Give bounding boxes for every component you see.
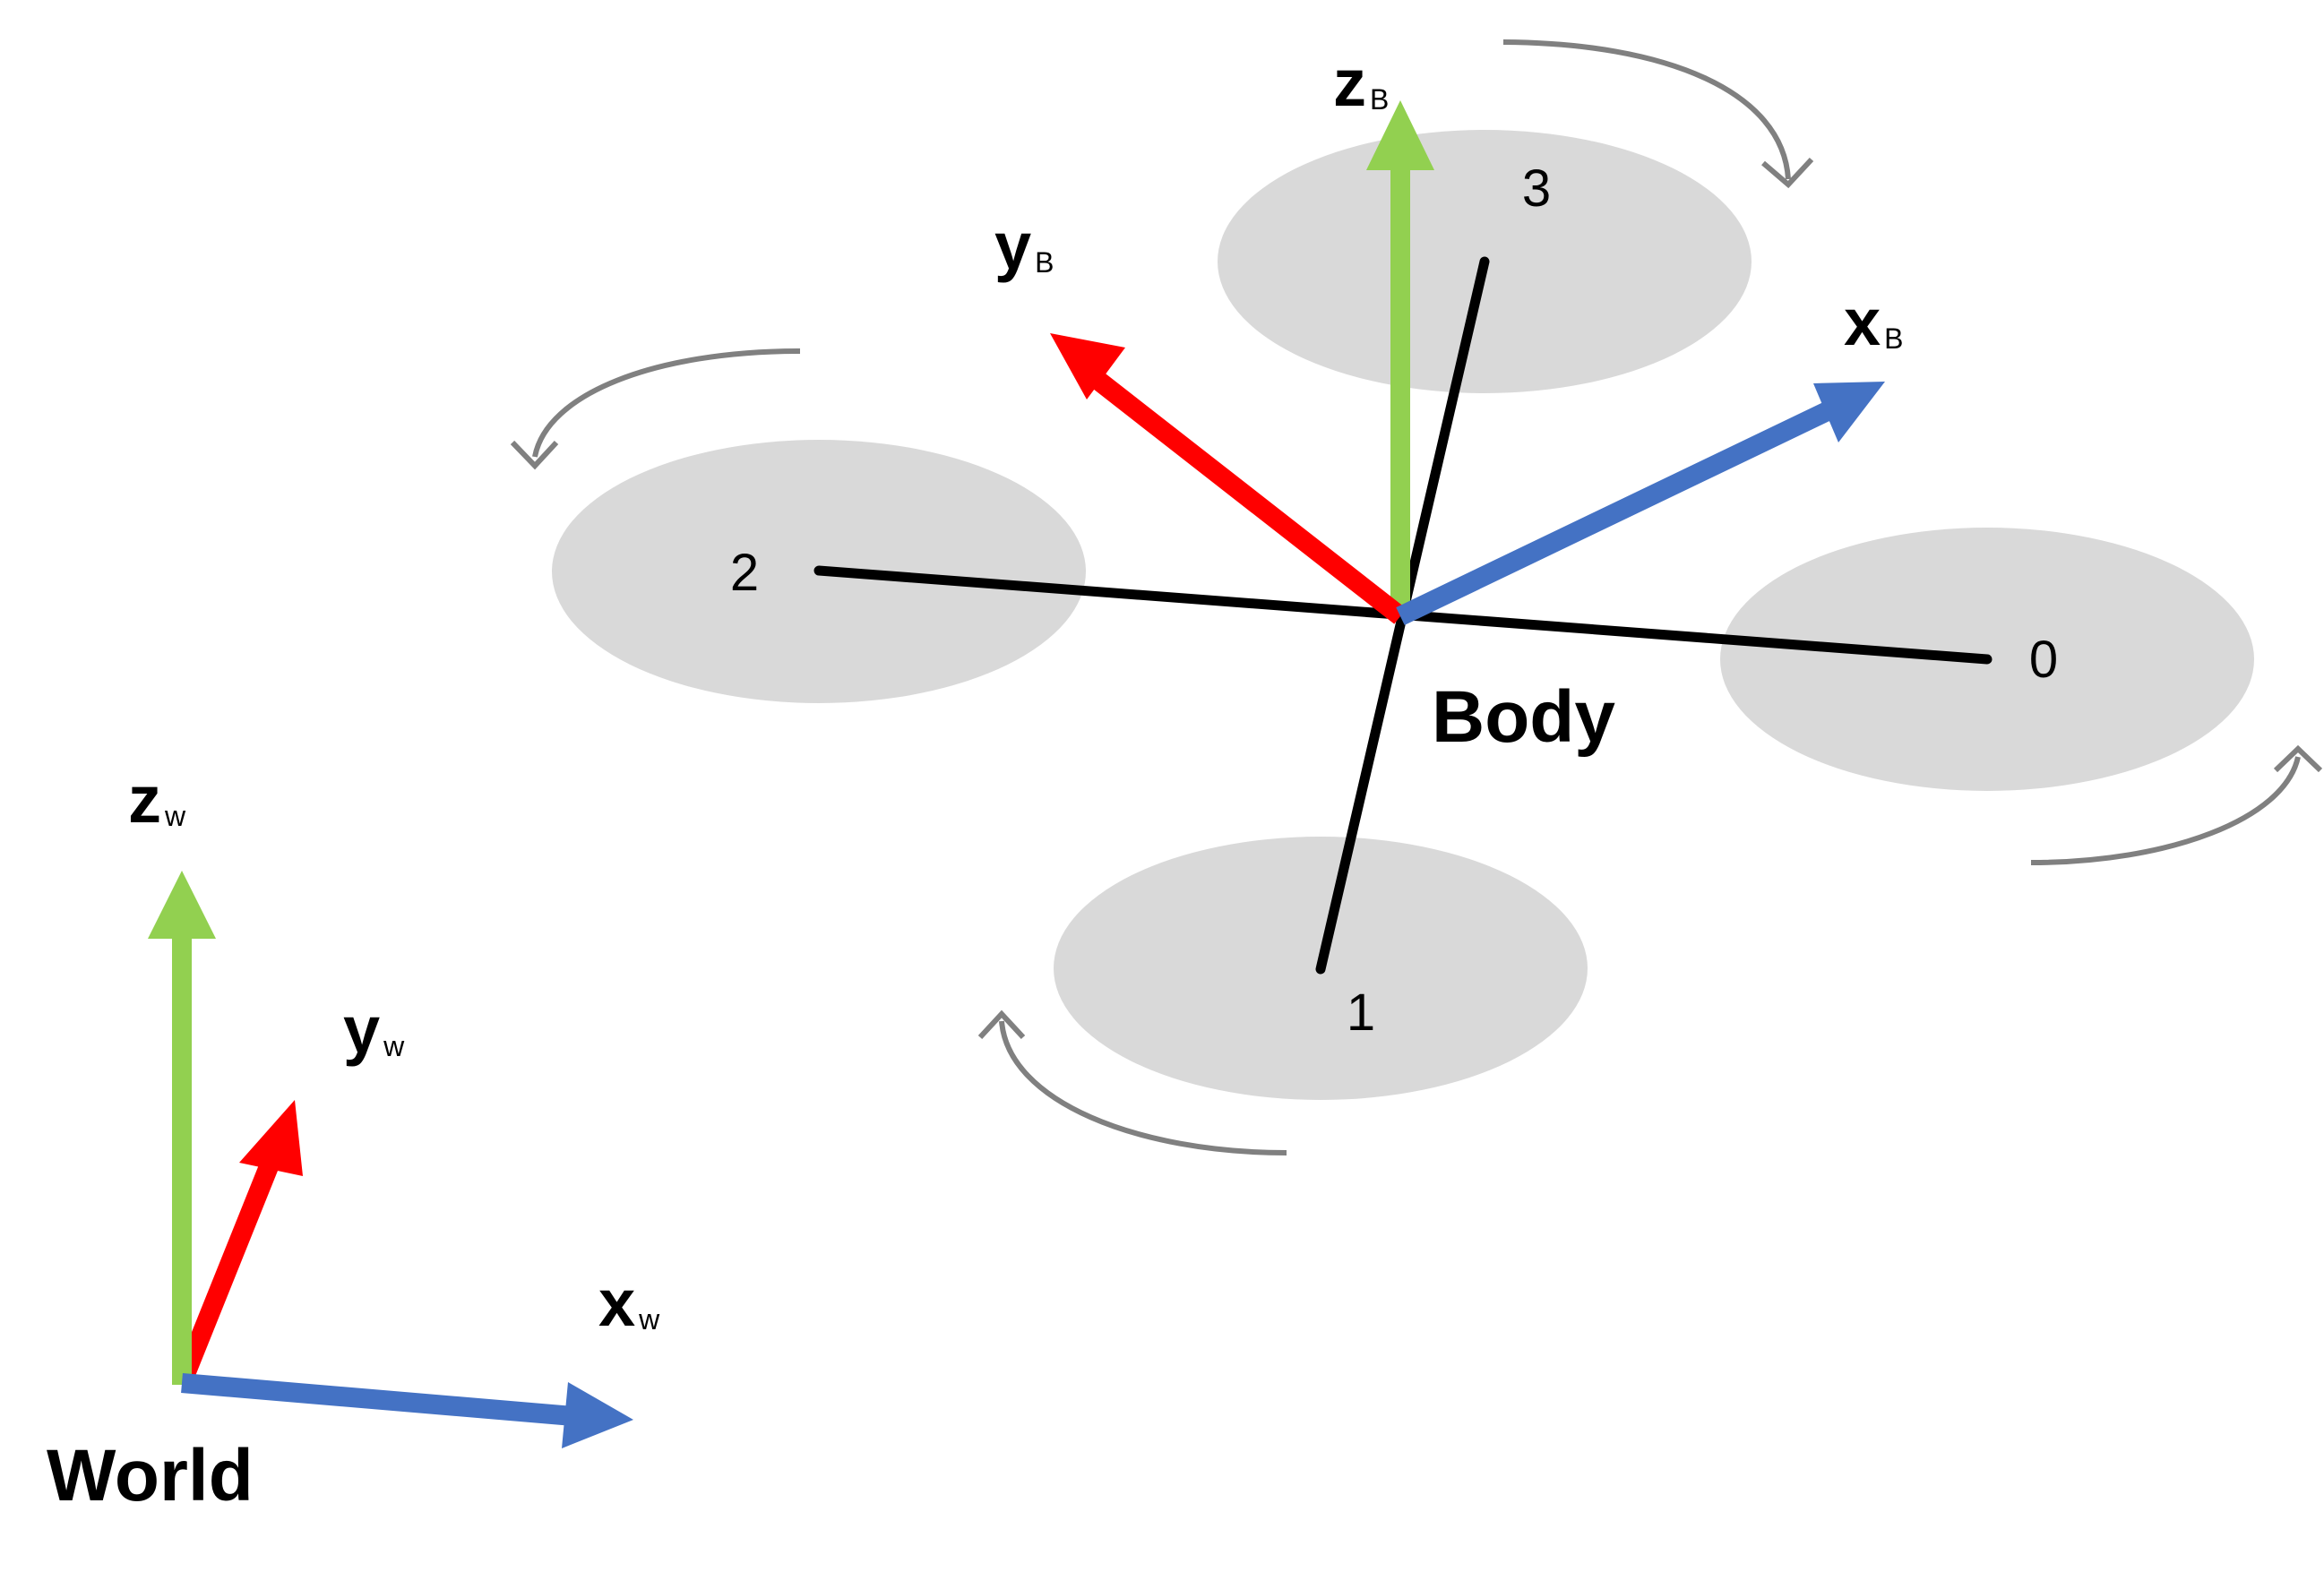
rotation-arrow-head-rotor-1	[977, 1009, 1026, 1040]
body-z-axis-head	[1366, 100, 1434, 170]
rotation-arrow-head-rotor-0	[2273, 744, 2323, 773]
rotation-arrow-rotor-1	[999, 1020, 1287, 1155]
rotation-arrow-head-rotor-2	[510, 440, 559, 470]
world-frame-label: World	[47, 1435, 254, 1516]
world-x-axis-head	[562, 1382, 633, 1448]
rotation-arrow-head-rotor-3	[1761, 157, 1814, 189]
body-y-axis-head	[1050, 333, 1125, 399]
body-y-axis-shaft	[1091, 372, 1407, 624]
rotation-arrow-rotor-3	[1502, 39, 1791, 180]
world-frame-axes	[148, 871, 633, 1448]
body-frame-axes	[1050, 100, 1885, 625]
world-x-axis-shaft	[181, 1373, 574, 1426]
rotation-arrow-rotor-2	[532, 348, 801, 458]
rotation-arrow-rotor-0	[2030, 756, 2301, 865]
world-y-axis-head	[239, 1100, 303, 1176]
rotor-label-3: 3	[1522, 159, 1551, 218]
rotor-labels: 3 2 0 1	[730, 159, 2058, 1042]
body-x-axis-head	[1813, 382, 1885, 442]
body-x-axis-shaft	[1396, 399, 1839, 625]
world-z-axis-head	[148, 871, 216, 939]
rotor-label-0: 0	[2029, 631, 2058, 689]
rotor-label-2: 2	[730, 544, 759, 602]
rotation-arrows	[510, 39, 2323, 1155]
rotor-label-1: 1	[1347, 984, 1375, 1042]
world-y-axis-shaft	[172, 1142, 287, 1387]
body-frame-label: Body	[1432, 676, 1615, 758]
